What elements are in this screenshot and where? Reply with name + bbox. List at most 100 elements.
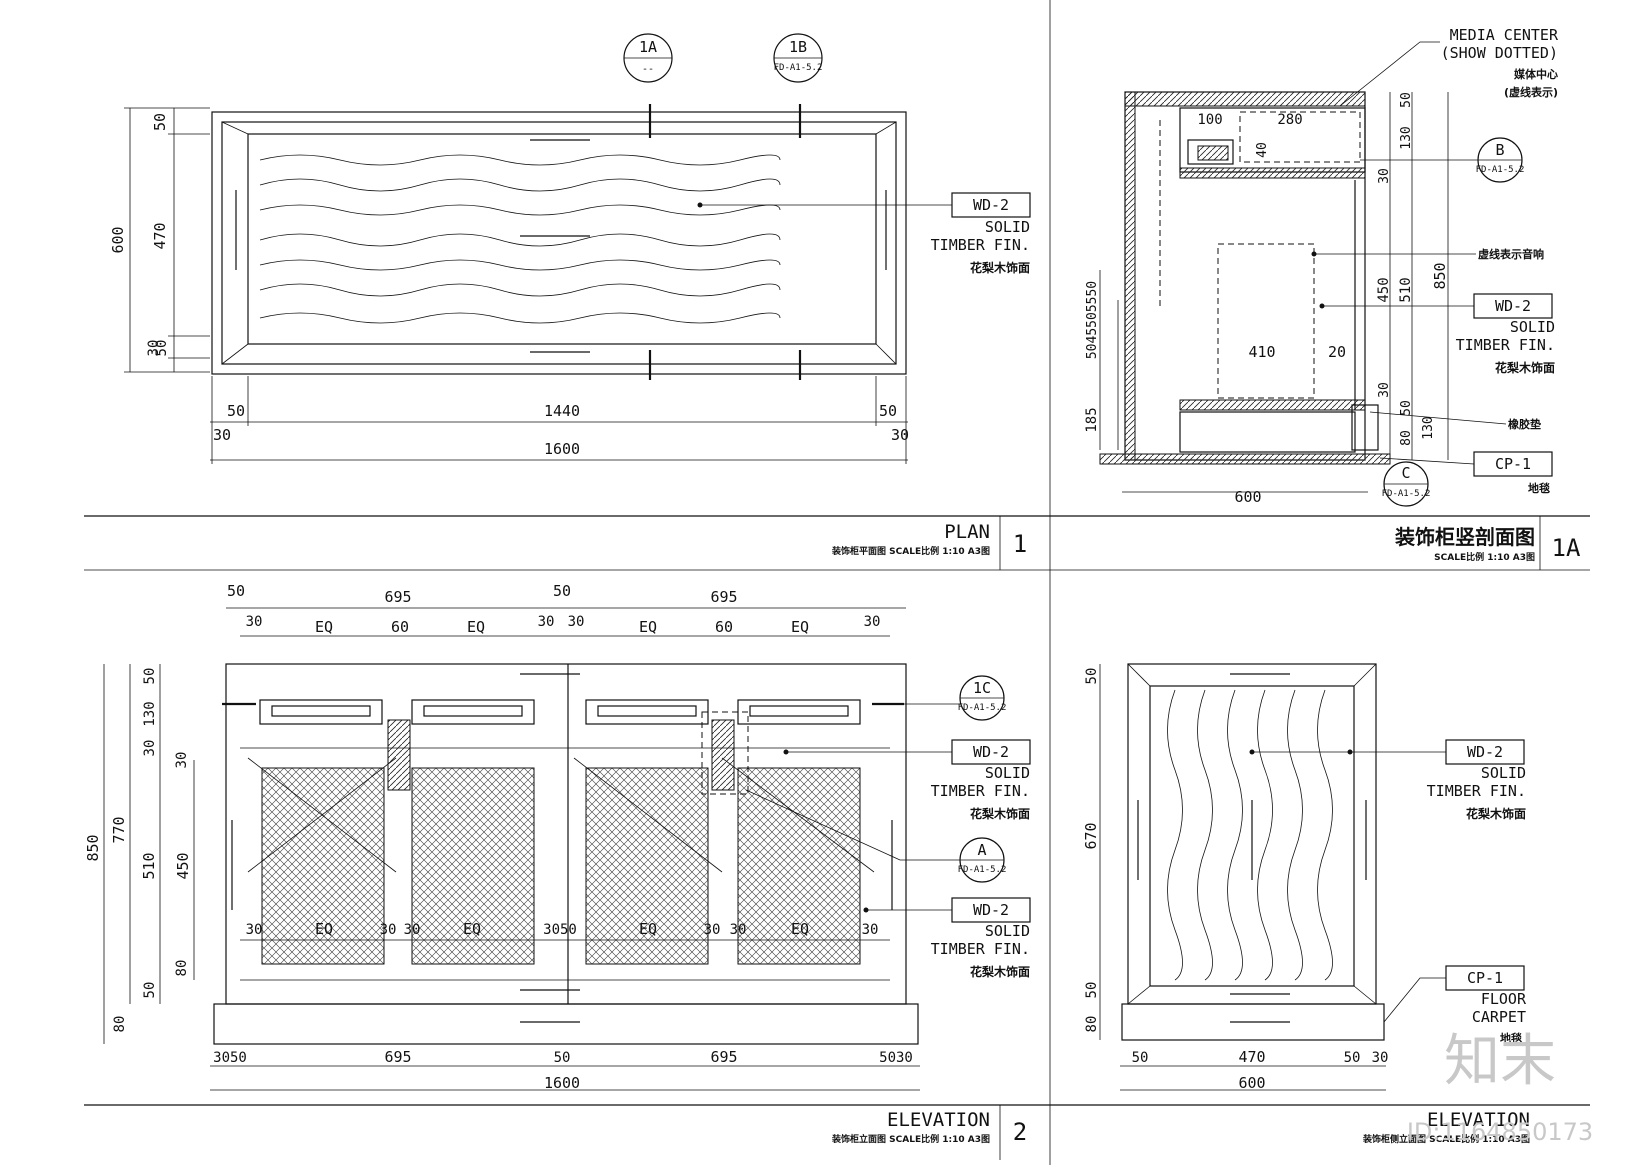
section-dim-850: 850 (1431, 262, 1449, 289)
elev-tag-wd2-b: WD-2 (973, 901, 1009, 919)
elev-mid-30b: 30 (380, 922, 397, 938)
elev-mid-30e: 30 (730, 922, 747, 938)
plan-outer-frame (211, 111, 907, 375)
elev-top-60a: 60 (391, 618, 409, 636)
elev-left-80a: 80 (174, 960, 190, 977)
watermark-id: ID:1164850173 (1407, 1118, 1593, 1146)
plan-title: PLAN (944, 521, 990, 543)
side-dim-670: 670 (1082, 822, 1100, 849)
side-bot-30: 30 (1372, 1050, 1389, 1066)
watermark: 知末 ID:1164850173 (1407, 1029, 1593, 1146)
elevation-number: 2 (1013, 1118, 1027, 1146)
plan-view: 1A -- 1B FD-A1-5.2 50 470 30 50 600 50 1… (109, 33, 1031, 558)
plan-dim-30: 30 (146, 340, 162, 357)
elev-left-30a: 30 (142, 740, 158, 757)
section-dim-410: 410 (1248, 343, 1275, 361)
plan-top-panel (247, 133, 877, 345)
watermark-logo: 知末 (1444, 1029, 1556, 1094)
section-dim-100: 100 (1197, 112, 1222, 128)
elev-mid-eq-1: EQ (315, 920, 333, 938)
section-carpet-cn: 地毯 (1528, 481, 1550, 495)
elev-top-30d: 30 (864, 614, 881, 630)
side-bot-50b: 50 (1344, 1050, 1361, 1066)
elevation-subtitle: 装饰柜立面图 SCALE比例 1:10 A3图 (831, 1133, 990, 1145)
plan-bubble-1a: 1A -- (623, 33, 673, 83)
elev-top-30a: 30 (246, 614, 263, 630)
plan-subtitle: 装饰柜平面图 SCALE比例 1:10 A3图 (831, 545, 990, 557)
elev-left-450: 450 (174, 852, 192, 879)
section-dim-r450: 450 (1376, 277, 1392, 302)
side-floor-1: FLOOR (1481, 990, 1527, 1008)
section-tag-cp1: CP-1 (1495, 455, 1531, 473)
side-dim-80: 80 (1084, 1016, 1100, 1033)
elev-left-510: 510 (140, 852, 158, 879)
elev-top-50a: 50 (227, 582, 245, 600)
elev-mid-3050: 3050 (543, 922, 577, 938)
elev-top-60b: 60 (715, 618, 733, 636)
side-subtitle: 装饰柜侧立面图 SCALE比例 1:10 A3图 (1362, 1133, 1530, 1145)
elev-bot-50: 50 (554, 1050, 571, 1066)
section-dim-left-stack: 5045505550 (1085, 281, 1100, 359)
section-dim-r80: 80 (1399, 430, 1414, 446)
plan-dim-1600: 1600 (544, 440, 580, 458)
section-dim-r130b: 130 (1421, 416, 1436, 439)
side-bot-600: 600 (1238, 1074, 1265, 1092)
elev-left-130: 130 (142, 701, 158, 726)
elev-mid-eq-3: EQ (639, 920, 657, 938)
section-bubble-b-label: B (1495, 141, 1504, 159)
section-dim-40: 40 (1255, 142, 1270, 158)
elev-top-30b: 30 (538, 614, 555, 630)
side-elevation-view: 50 670 50 80 50 470 50 30 600 WD-2 SOLID… (1082, 663, 1530, 1145)
section-subtitle: SCALE比例 1:10 A3图 (1434, 551, 1535, 563)
section-dim-r50b: 50 (1399, 400, 1414, 416)
section-dim-r130: 130 (1399, 126, 1414, 149)
side-dim-50a: 50 (1084, 668, 1100, 685)
section-bubble-c-ref: FD-A1-5.2 (1382, 489, 1431, 499)
elev-mid-30d: 30 (704, 922, 721, 938)
plan-dim-w30a: 30 (213, 426, 231, 444)
elev-bubble-a: A FD-A1-5.2 (958, 837, 1007, 883)
side-dim-50b: 50 (1084, 982, 1100, 999)
section-mat-en-1: SOLID (1510, 318, 1555, 336)
elev-mid-30f: 30 (862, 922, 879, 938)
section-bubble-c-label: C (1401, 464, 1410, 482)
section-dim-600: 600 (1234, 488, 1261, 506)
section-rubber: 橡胶垫 (1508, 417, 1541, 431)
side-mat-en-2: TIMBER FIN. (1427, 782, 1526, 800)
elev-bot-695b: 695 (710, 1048, 737, 1066)
plan-dim-w30b: 30 (891, 426, 909, 444)
elev-bubble-a-ref: FD-A1-5.2 (958, 865, 1007, 875)
plan-tag-wd2: WD-2 (973, 196, 1009, 214)
section-dim-280: 280 (1277, 112, 1302, 128)
section-media-cn-1: 媒体中心 (1513, 67, 1558, 81)
elev-top-30c: 30 (568, 614, 585, 630)
plan-bubble-1b-label: 1B (789, 38, 807, 56)
plan-bubble-1b-ref: FD-A1-5.2 (774, 63, 823, 73)
elev-bubble-a-label: A (977, 841, 986, 859)
side-bot-50a: 50 (1132, 1050, 1149, 1066)
elev-mat-en-2a: TIMBER FIN. (931, 782, 1030, 800)
section-dim-r50: 50 (1399, 92, 1414, 108)
side-mat-en-1: SOLID (1481, 764, 1526, 782)
plan-dim-470: 470 (151, 222, 169, 249)
plan-dim-50: 50 (151, 113, 169, 131)
elev-bot-695a: 695 (384, 1048, 411, 1066)
elev-tag-wd2-a: WD-2 (973, 743, 1009, 761)
elev-mid-eq-2: EQ (463, 920, 481, 938)
side-bot-470: 470 (1238, 1048, 1265, 1066)
section-bubble-b: B FD-A1-5.2 (1476, 137, 1524, 183)
elev-left-50: 50 (142, 668, 158, 685)
elev-top-eq-1: EQ (315, 618, 333, 636)
elev-left-770: 770 (110, 816, 128, 843)
elev-top-eq-3: EQ (639, 618, 657, 636)
elev-mat-en-1a: SOLID (985, 764, 1030, 782)
section-dim-r30a: 30 (1377, 168, 1392, 184)
section-speaker-note: 虚线表示音响 (1478, 247, 1544, 261)
plan-number: 1 (1013, 530, 1027, 558)
plan-bubble-1a-ref: -- (642, 64, 654, 75)
section-view: B FD-A1-5.2 C FD-A1-5.2 100 280 40 410 2… (1084, 26, 1581, 563)
section-bubble-c: C FD-A1-5.2 (1382, 461, 1431, 507)
side-wood-grain (1167, 689, 1333, 981)
elev-left-850: 850 (84, 834, 102, 861)
section-number: 1A (1552, 534, 1581, 562)
